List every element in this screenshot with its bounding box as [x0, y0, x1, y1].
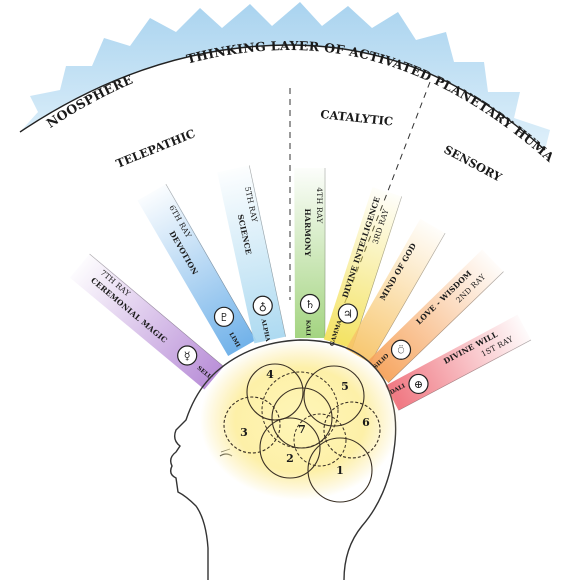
- brain-circle-6: [323, 401, 381, 459]
- ray-name: HARMONY: [303, 209, 312, 258]
- noosphere-sky: [20, 2, 550, 150]
- ray-edge: [388, 271, 504, 384]
- ray-edge: [351, 196, 402, 349]
- ray-glyph-icon: [299, 293, 321, 315]
- brain-circle-number: 5: [341, 380, 349, 393]
- ray-glyph-symbol: ⊕: [414, 378, 423, 391]
- ray-glyph-icon: [177, 345, 198, 366]
- brain-circle-4: [246, 363, 304, 421]
- ray-band: [294, 168, 326, 338]
- ray-glyph-symbol: ♇: [219, 311, 229, 324]
- brain-circles: 1 2 3 4 5 6 7: [223, 363, 381, 503]
- brain-circle-number: 7: [298, 423, 306, 436]
- brain-circle-number: 4: [266, 368, 274, 381]
- ray-edge: [398, 339, 532, 411]
- brain-circle-number: 3: [240, 426, 248, 439]
- ray-glyph-icon: [408, 373, 429, 395]
- ray-edge: [369, 232, 446, 364]
- ray-glyph-symbol: ♄: [305, 298, 315, 311]
- ray-edge: [248, 165, 286, 337]
- brain-circle-dashed: [261, 371, 339, 449]
- ray-glyph-icon: [390, 339, 412, 360]
- ray-edge: [165, 183, 257, 341]
- brain-circle-number: 2: [286, 452, 294, 465]
- ray-glyph-label: ALPHA: [259, 318, 270, 343]
- ray-edge: [89, 253, 224, 367]
- brain-circle-number: 1: [336, 464, 344, 477]
- brain-circle-2: [259, 417, 321, 479]
- ray-band: [345, 218, 446, 363]
- brain-circle-dashed: [293, 413, 347, 467]
- ray-glyph-symbol: ☿: [184, 350, 191, 363]
- ray-glyph-icon: [213, 306, 235, 327]
- ray-glyph-symbol: ♃: [343, 308, 353, 321]
- head-outline: [169, 339, 397, 580]
- ray-glyph-label: KALI: [304, 320, 310, 336]
- section-sensory: SENSORY: [442, 142, 505, 184]
- ray-glyph-symbol: ♁: [259, 300, 267, 313]
- brain-circle-number: 6: [362, 416, 370, 429]
- section-catalytic: CATALYTIC: [320, 107, 394, 129]
- noosphere-arc: [19, 44, 546, 151]
- ray-glyph-icon: [252, 295, 273, 316]
- brain-circle-3: [223, 396, 281, 454]
- brain-circle-1: [307, 437, 373, 503]
- ray-glyph-icon: [337, 303, 358, 324]
- ray-number: 4TH RAY: [315, 187, 324, 224]
- section-telepathic: TELEPATHIC: [114, 126, 197, 171]
- ray-glyph-symbol: ⍥: [398, 344, 405, 357]
